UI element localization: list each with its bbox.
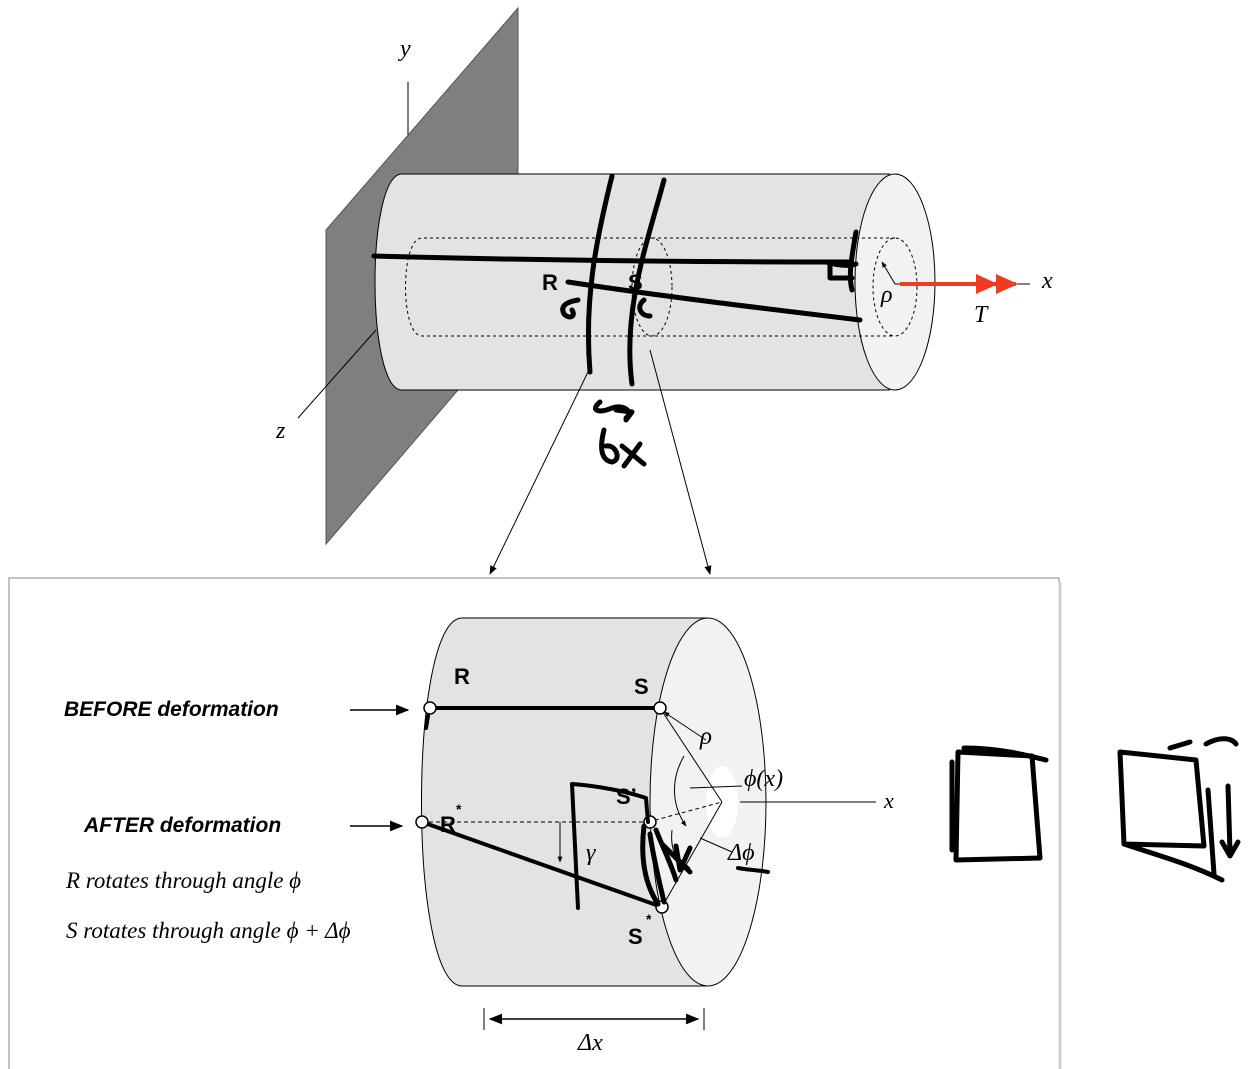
- R-rotation-text: R rotates through angle ϕ: [65, 868, 301, 893]
- S-label: S: [634, 674, 649, 699]
- shaft-body: [402, 174, 890, 390]
- handwritten-square-sketches: [949, 736, 1241, 883]
- R-label: R: [454, 664, 470, 689]
- torque-arrow: [900, 274, 1018, 294]
- R-star-label: R: [440, 812, 456, 837]
- detail-x-label: x: [883, 788, 894, 813]
- S-prime-label: S’: [616, 784, 637, 809]
- rho-arrow: [881, 261, 896, 285]
- y-axis-label: y: [398, 36, 411, 62]
- after-deformation-label: AFTER deformation: [83, 814, 281, 837]
- detail-figure: BEFORE deformation AFTER deformation R r…: [8, 577, 1062, 1069]
- detail-rho-label: ρ: [699, 723, 712, 750]
- RS-line-after: [421, 820, 663, 909]
- R-star-superscript: *: [456, 801, 462, 817]
- before-deformation-label: BEFORE deformation: [64, 698, 279, 721]
- inner-radius-cylinder: [405, 237, 895, 337]
- shaft-left-edge: [374, 173, 403, 391]
- S-star-label: S: [628, 924, 643, 949]
- delta-x-label: Δx: [577, 1030, 603, 1056]
- handwritten-marks-detail: [424, 714, 770, 910]
- z-axis-line: [297, 329, 377, 419]
- x-axis-label: x: [1041, 268, 1053, 294]
- point-S: [653, 701, 667, 715]
- point-R: [423, 701, 437, 715]
- delta-phi-label: Δϕ: [727, 840, 755, 866]
- phi-x-label: ϕ(x): [744, 766, 783, 792]
- gamma-label: γ: [586, 840, 596, 866]
- point-S-label: S: [628, 270, 643, 295]
- point-R-star: [415, 815, 429, 829]
- point-R-label: R: [542, 270, 558, 295]
- torque-label: T: [974, 302, 989, 328]
- S-star-superscript: *: [646, 911, 652, 927]
- rho-label: ρ: [880, 282, 893, 308]
- pointer-right: [649, 349, 712, 575]
- S-rotation-text: S rotates through angle ϕ + Δϕ: [66, 918, 351, 943]
- pointer-left: [489, 371, 589, 575]
- z-axis-label: z: [275, 418, 286, 444]
- top-figure: y x z R S ρ T: [275, 6, 1053, 575]
- handwritten-marks-top: [371, 173, 863, 469]
